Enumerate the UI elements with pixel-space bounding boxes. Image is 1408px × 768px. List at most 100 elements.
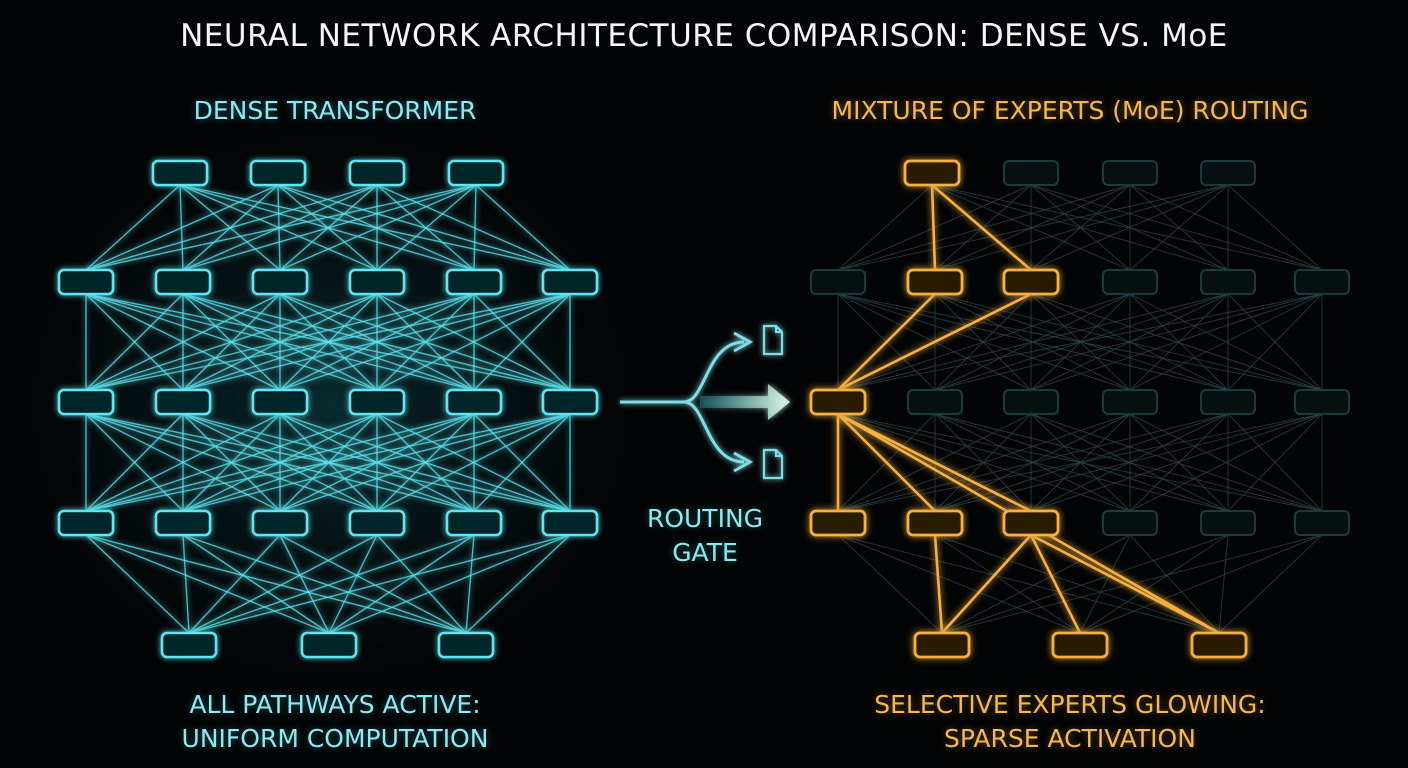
moe-inactive-connection: [941, 534, 1229, 634]
moe-inactive-connection: [1030, 413, 1323, 512]
moe-inactive-connection: [837, 534, 1081, 634]
dense-connection: [376, 293, 571, 391]
dense-connection: [85, 184, 378, 271]
dense-node-2-5: [445, 268, 503, 296]
dense-connections: [85, 184, 571, 634]
moe-inactive-connection: [1227, 293, 1323, 391]
dense-node-1-2: [249, 159, 307, 187]
dense-node-2-6: [541, 268, 599, 296]
routing-gate-label-line2: GATE: [672, 538, 738, 567]
dense-connection: [85, 184, 181, 271]
moe-expert-node-4-1: [809, 509, 867, 537]
moe-inactive-connection: [1129, 293, 1323, 391]
dense-node-3-3: [251, 388, 309, 416]
moe-inactive-connection: [837, 293, 1229, 391]
dense-connection: [188, 534, 378, 634]
dense-connection: [85, 413, 281, 512]
moe-active-route: [837, 413, 936, 512]
moe-inactive-connection: [837, 293, 1131, 391]
moe-inactive-connection: [837, 413, 1229, 512]
dense-node-2-2: [154, 268, 212, 296]
dense-node-3-2: [154, 388, 212, 416]
moe-inactive-connection: [1079, 534, 1229, 634]
dense-node-1-3: [348, 159, 406, 187]
dense-connection: [279, 413, 571, 512]
routing-arrow-icon: [733, 451, 754, 473]
moe-inactive-connection: [1079, 534, 1131, 634]
dense-connection: [465, 534, 571, 634]
moe-expert-node-4-5: [1200, 510, 1256, 536]
moe-expert-node-4-3: [1002, 509, 1060, 537]
moe-inactive-connection: [1129, 413, 1323, 512]
dense-node-5-3: [437, 631, 495, 659]
dense-node-4-3: [251, 509, 309, 537]
dense-connection: [85, 534, 330, 634]
dense-connection: [328, 534, 378, 634]
dense-node-4-1: [57, 509, 115, 537]
dense-connection: [182, 413, 571, 512]
dense-node-4-4: [348, 509, 406, 537]
moe-inactive-connection: [1227, 184, 1323, 271]
moe-expert-node-4-6: [1294, 510, 1350, 536]
dense-connection: [182, 293, 571, 391]
moe-inactive-connection: [934, 293, 1323, 391]
moe-expert-node-3-1: [809, 388, 867, 416]
dense-connection: [376, 413, 571, 512]
dense-connection: [85, 184, 477, 271]
moe-active-route: [1030, 533, 1220, 635]
moe-inactive-connection: [1030, 293, 1323, 391]
moe-inactive-connection: [837, 184, 1131, 271]
moe-expert-node-1-3: [1102, 160, 1158, 186]
moe-active-route: [837, 292, 1032, 392]
routing-branch-down: [683, 400, 745, 464]
moe-inactive-connections: [837, 184, 1323, 634]
dense-node-4-2: [154, 509, 212, 537]
dense-node-1-1: [151, 159, 209, 187]
moe-inactive-connection: [837, 413, 1131, 512]
moe-nodes: [809, 159, 1350, 659]
moe-expert-node-1-4: [1200, 160, 1256, 186]
moe-inactive-connection: [837, 293, 1323, 391]
moe-expert-node-3-3: [1003, 389, 1059, 415]
moe-inactive-connection: [837, 184, 1229, 271]
moe-expert-node-5-2: [1051, 631, 1109, 659]
dense-node-5-2: [300, 631, 358, 659]
moe-inactive-connection: [1218, 534, 1229, 634]
dense-connection: [376, 534, 467, 634]
dense-nodes: [57, 159, 599, 659]
dense-caption-line2: UNIFORM COMPUTATION: [181, 724, 489, 753]
dense-node-2-4: [348, 268, 406, 296]
moe-active-route: [933, 534, 944, 634]
dense-connection: [85, 293, 571, 391]
moe-expert-node-5-3: [1190, 631, 1248, 659]
dense-connection: [85, 413, 571, 512]
dense-connection: [475, 184, 571, 271]
dense-connection: [85, 293, 378, 391]
document-icon: [762, 324, 784, 356]
moe-inactive-connection: [934, 184, 1229, 271]
moe-inactive-connection: [837, 534, 1220, 634]
dense-connection: [85, 413, 184, 512]
diagram-title: NEURAL NETWORK ARCHITECTURE COMPARISON: …: [180, 18, 1228, 54]
dense-connection: [85, 534, 467, 634]
moe-heading: MIXTURE OF EXPERTS (MoE) ROUTING: [831, 96, 1309, 125]
moe-inactive-connection: [1129, 293, 1229, 391]
dense-node-4-6: [541, 509, 599, 537]
routing-gate: [620, 324, 790, 480]
moe-expert-node-2-3: [1002, 268, 1060, 296]
dense-caption: ALL PATHWAYS ACTIVE: UNIFORM COMPUTATION: [40, 688, 630, 756]
moe-active-route: [931, 184, 1032, 271]
dense-node-3-5: [445, 388, 503, 416]
moe-inactive-connection: [931, 184, 1323, 271]
moe-caption-line1: SELECTIVE EXPERTS GLOWING:: [874, 690, 1266, 719]
moe-expert-node-2-4: [1102, 269, 1158, 295]
dense-node-4-5: [445, 509, 503, 537]
moe-inactive-connection: [1129, 413, 1229, 512]
dense-node-1-4: [447, 159, 505, 187]
moe-expert-node-3-5: [1200, 389, 1256, 415]
moe-inactive-connection: [1218, 534, 1323, 634]
routing-arrow-icon: [700, 384, 790, 420]
moe-inactive-connection: [1079, 534, 1323, 634]
moe-expert-node-2-5: [1200, 269, 1256, 295]
